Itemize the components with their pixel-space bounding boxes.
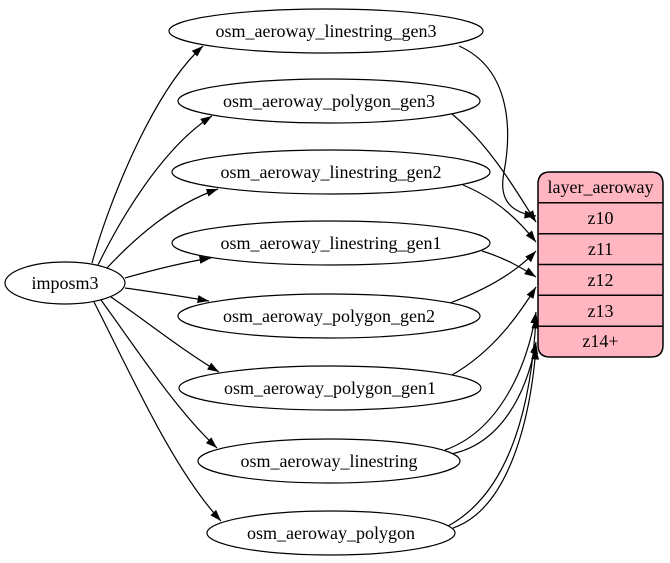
table-ellipse [197,438,461,484]
edge-imposm3-to-osm_aeroway_polygon [93,301,222,522]
edge-osm_aeroway_linestring-to-z13 [444,311,539,451]
node-osm_aeroway_polygon_gen1: osm_aeroway_polygon_gen1 [178,365,482,411]
table-label: osm_aeroway_polygon [247,523,415,543]
table-label: osm_aeroway_linestring [241,451,418,471]
table-ellipse [171,149,491,195]
edge-imposm3-to-osm_aeroway_linestring_gen1 [124,255,212,279]
layer-row-z12: z12 [588,270,614,290]
edge-imposm3-to-osm_aeroway_linestring_gen2 [105,188,219,270]
node-osm_aeroway_linestring_gen3: osm_aeroway_linestring_gen3 [168,8,484,54]
layer-row-z11: z11 [588,239,613,259]
table-ellipse [206,510,456,556]
table-label: osm_aeroway_linestring_gen3 [216,21,437,41]
edge-imposm3-to-osm_aeroway_polygon_gen2 [124,287,210,303]
edge-osm_aeroway_linestring_gen3-to-z10 [458,45,537,219]
edge-imposm3-to-osm_aeroway_linestring_gen3 [91,45,204,264]
table-ellipse [177,78,481,124]
node-osm_aeroway_linestring: osm_aeroway_linestring [197,438,461,484]
layer-row-z13: z13 [588,301,614,321]
node-osm_aeroway_polygon_gen2: osm_aeroway_polygon_gen2 [177,293,481,339]
edge-osm_aeroway_linestring_gen2-to-z11 [462,184,537,243]
table-label: osm_aeroway_polygon_gen1 [224,378,436,398]
node-osm_aeroway_polygon: osm_aeroway_polygon [206,510,456,556]
edge-osm_aeroway_polygon-to-z13 [447,316,540,527]
edges-source-to-tables [91,45,222,522]
edge-osm_aeroway_linestring_gen1-to-z12 [481,250,537,278]
table-ellipse [171,220,491,266]
table-label: osm_aeroway_linestring_gen2 [221,162,442,182]
edges-tables-to-layer [444,45,540,529]
node-imposm3: imposm3 [4,261,126,305]
table-ellipse [178,365,482,411]
layer-title: layer_aeroway [548,177,654,197]
edge-imposm3-to-osm_aeroway_polygon_gen1 [110,296,220,373]
table-ellipse [168,8,484,54]
edge-osm_aeroway_polygon_gen1-to-z12 [451,286,537,376]
table-label: osm_aeroway_polygon_gen3 [223,91,435,111]
layer-row-z14: z14+ [582,331,618,351]
table-ellipse [177,293,481,339]
edge-osm_aeroway_polygon_gen3-to-z10 [451,113,537,223]
edge-imposm3-to-osm_aeroway_linestring [100,299,218,449]
edge-imposm3-to-osm_aeroway_polygon_gen3 [97,115,213,266]
imposm3-label: imposm3 [31,273,98,293]
node-osm_aeroway_linestring_gen2: osm_aeroway_linestring_gen2 [171,149,491,195]
table-label: osm_aeroway_polygon_gen2 [223,306,435,326]
imposm3-ellipse [4,261,126,305]
node-layer_aeroway: layer_aeroway z10 z11 z12 z13 z14+ [537,171,664,358]
node-osm_aeroway_linestring_gen1: osm_aeroway_linestring_gen1 [171,220,491,266]
edge-osm_aeroway_polygon_gen2-to-z11 [449,250,537,304]
edge-osm_aeroway_polygon-to-z14 [452,347,540,529]
layer-row-z10: z10 [588,208,614,228]
node-osm_aeroway_polygon_gen3: osm_aeroway_polygon_gen3 [177,78,481,124]
table-label: osm_aeroway_linestring_gen1 [221,233,442,253]
